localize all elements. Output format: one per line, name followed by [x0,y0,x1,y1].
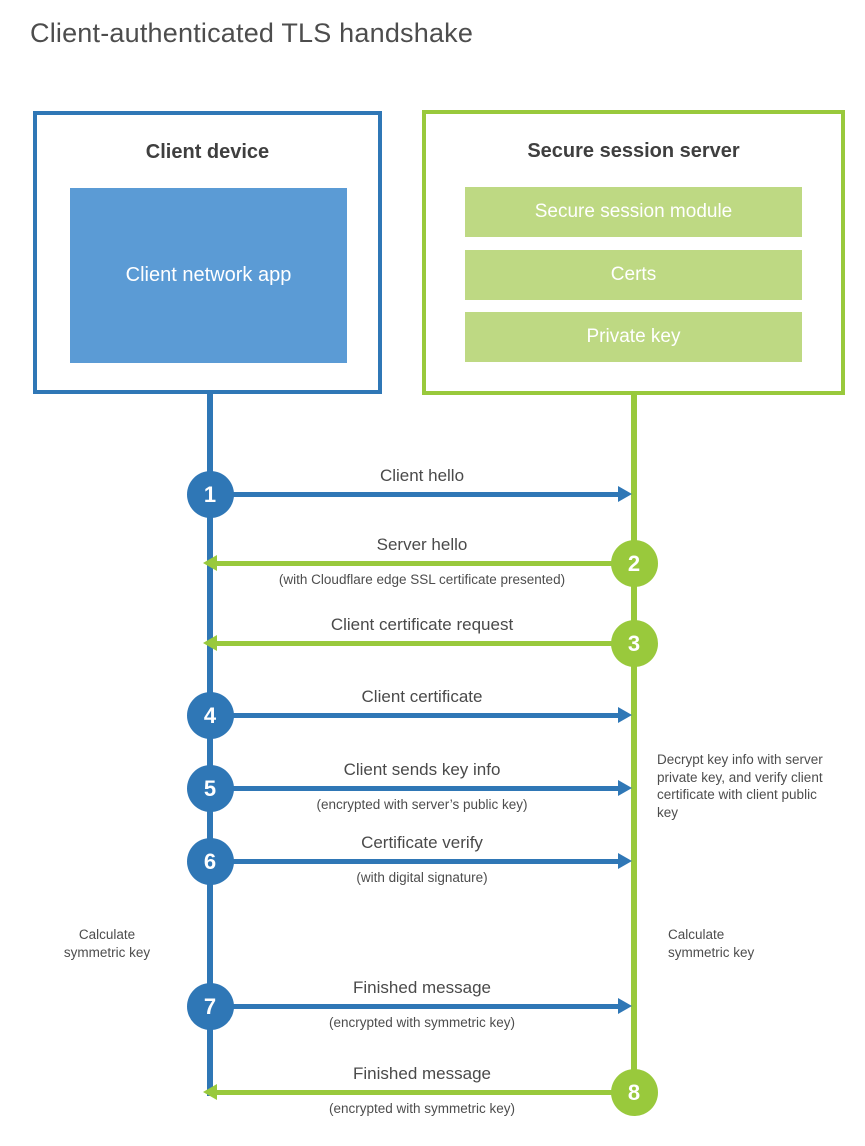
message-arrow-line [214,858,620,864]
message-label: Client hello [379,466,465,485]
secure-session-server-box: Secure session server Secure session mod… [422,110,845,395]
step-circle-1: 1 [186,470,234,518]
message-label: Certificate verify [361,833,483,852]
server-lifeline [631,394,637,1094]
client-lifeline [207,392,213,1096]
arrow-left-icon [203,1084,217,1100]
message-sublabel: (encrypted with server’s public key) [316,797,528,812]
arrow-right-icon [618,853,632,869]
private-key-bar: Private key [465,312,802,362]
message-sublabel: (with Cloudflare edge SSL certificate pr… [278,572,566,587]
message-label: Finished message [353,978,491,997]
client-device-title: Client device [145,141,270,163]
step-circle-3: 3 [610,619,658,667]
client-device-box: Client device Client network app [33,111,382,394]
calculate-symmetric-key-note-server: Calculate symmetric key [668,927,755,960]
message-arrow-line [217,640,631,646]
message-label: Finished message [353,1064,491,1083]
step-circle-2: 2 [610,539,658,587]
decrypt-note: Decrypt key info with server private key… [657,752,823,820]
message-sublabel: (encrypted with symmetric key) [328,1015,516,1030]
message-label: Client certificate [361,687,483,706]
message-label: Client certificate request [330,615,514,634]
arrow-right-icon [618,998,632,1014]
calculate-symmetric-key-note-client: Calculate symmetric key [63,927,151,960]
arrow-left-icon [203,555,217,571]
certs-bar: Certs [465,250,802,300]
page-title: Client-authenticated TLS handshake [30,18,474,48]
message-arrow-line [214,491,620,497]
message-label: Client sends key info [343,760,501,779]
step-circle-6: 6 [186,837,234,885]
message-arrow-line [214,712,620,718]
secure-session-module-bar: Secure session module [465,187,802,237]
step-circle-4: 4 [186,691,234,739]
message-sublabel: (with digital signature) [356,870,488,885]
arrow-right-icon [618,780,632,796]
client-network-app-label: Client network app [125,264,292,286]
client-network-app-box: Client network app [70,188,347,363]
arrow-right-icon [618,486,632,502]
step-circle-7: 7 [186,982,234,1030]
message-arrow-line [217,560,631,566]
message-arrow-line [214,785,620,791]
message-sublabel: (encrypted with symmetric key) [328,1101,516,1116]
step-circle-8: 8 [610,1068,658,1116]
message-label: Server hello [376,535,468,554]
message-arrow-line [214,1003,620,1009]
message-arrow-line [217,1089,631,1095]
arrow-left-icon [203,635,217,651]
arrow-right-icon [618,707,632,723]
secure-session-server-title: Secure session server [527,140,740,162]
step-circle-5: 5 [186,764,234,812]
